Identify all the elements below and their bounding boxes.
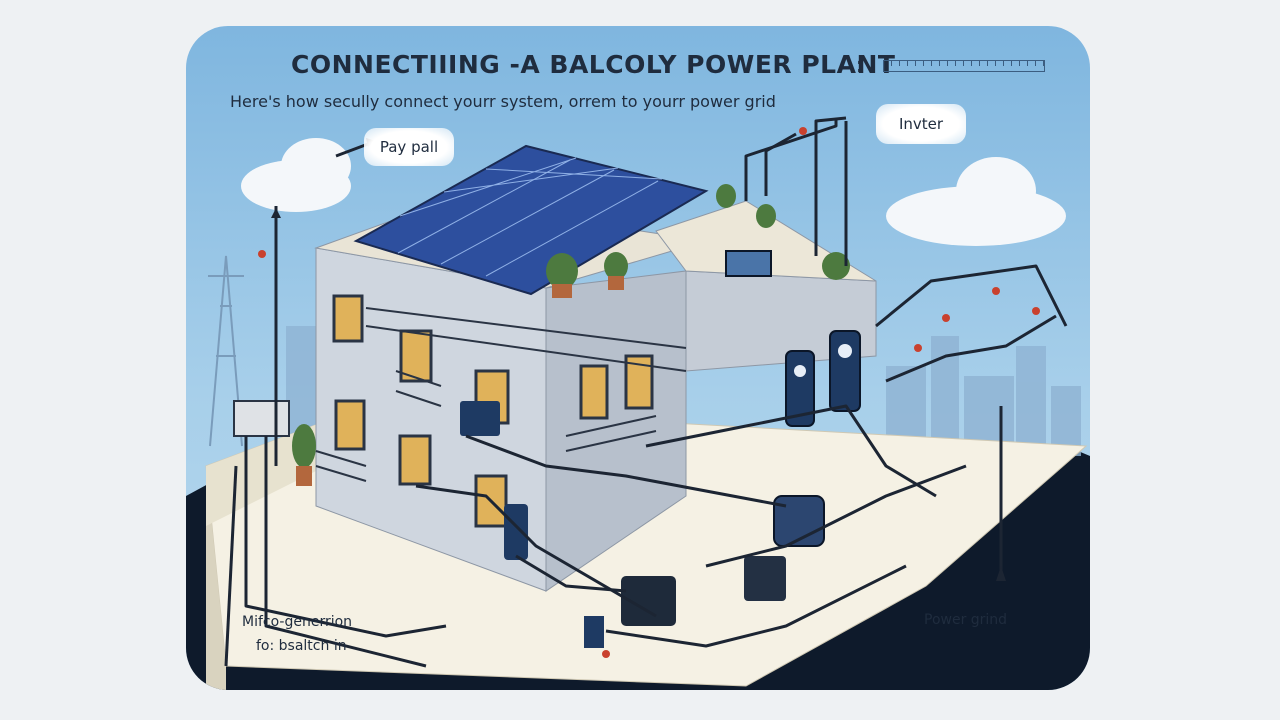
title-separator: :: [856, 52, 864, 77]
diagram-title: CONNECTIIING -A BALCOLY POWER PLANT: [291, 50, 896, 79]
connectors: [258, 127, 1040, 658]
label-micro-generation-sub: fo: bsaltch in: [256, 638, 347, 654]
callout-inverter: Invter: [876, 104, 966, 144]
label-micro-generation: Mifco-generrion: [242, 614, 353, 630]
pylon: [208, 255, 244, 447]
diagram-card: CONNECTIIING -A BALCOLY POWER PLANT : He…: [186, 26, 1090, 690]
solar-array: [353, 144, 709, 296]
callout-pay-pall-label: Pay pall: [379, 138, 439, 156]
clouds: [241, 138, 1066, 246]
railings: [315, 307, 687, 482]
ruler-icon: [883, 60, 1045, 72]
equipment: [460, 250, 861, 648]
diagram-subtitle: Here's how secully connect yourr system,…: [230, 92, 776, 111]
illustration: [186, 116, 1090, 690]
building-side: [545, 270, 687, 592]
callout-pay-pall: Pay pall: [364, 128, 454, 166]
plants: [292, 184, 850, 468]
callout-inverter-label: Invter: [898, 115, 944, 133]
cables: [224, 116, 1068, 668]
label-power-grid: Power grind: [924, 612, 1008, 628]
